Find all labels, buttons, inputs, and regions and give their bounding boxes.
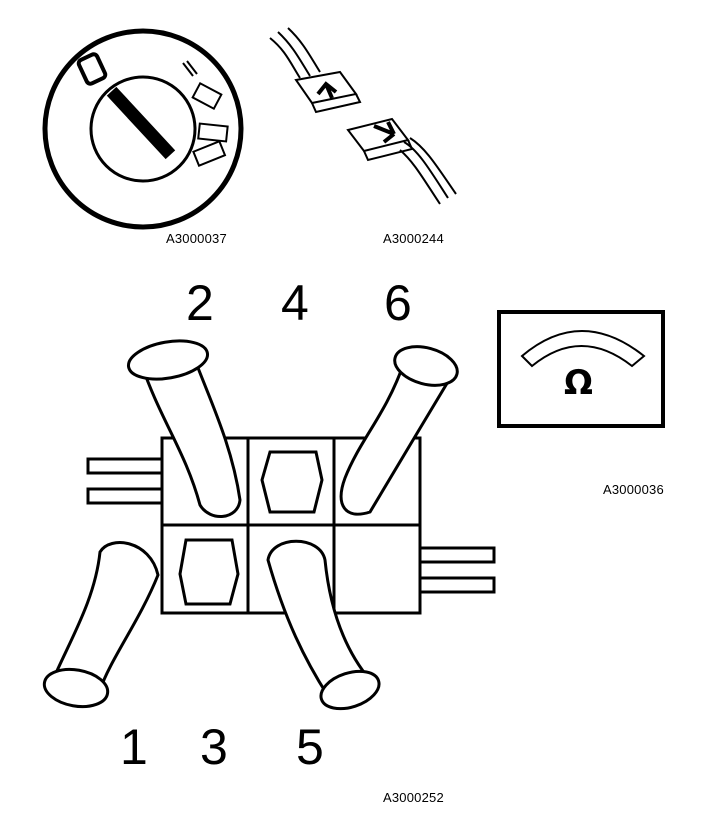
position-iii-mark [192,122,229,167]
terminal-number-1: 1 [120,719,148,775]
connector-pair [269,27,457,205]
terminal-number-6: 6 [384,275,412,331]
ignition-switch [42,28,244,230]
figure-ref-connector: A3000244 [383,231,444,246]
terminal-4 [260,450,324,514]
wire-5 [266,539,381,711]
terminal-number-5: 5 [296,719,324,775]
figure-ref-ignition-switch: A3000037 [166,231,227,246]
ohmmeter [497,310,665,428]
wire-6 [339,345,459,516]
meter-scale-arc [520,330,646,368]
ohm-symbol: Ω [564,363,593,403]
position-0-mark [76,52,108,86]
position-ii-mark [191,81,223,111]
arrow-up-icon [316,81,338,99]
figure-ref-terminal-block: A3000252 [383,790,444,805]
arrow-down-icon [373,121,396,144]
figure-ref-ohmmeter: A3000036 [603,482,664,497]
wire-2 [126,339,242,518]
wire-1 [42,541,160,709]
terminal-3 [178,538,240,606]
position-i-mark [182,60,198,77]
key-slot [106,86,176,160]
terminal-number-4: 4 [281,275,309,331]
terminal-number-3: 3 [200,719,228,775]
terminal-number-2: 2 [186,275,214,331]
